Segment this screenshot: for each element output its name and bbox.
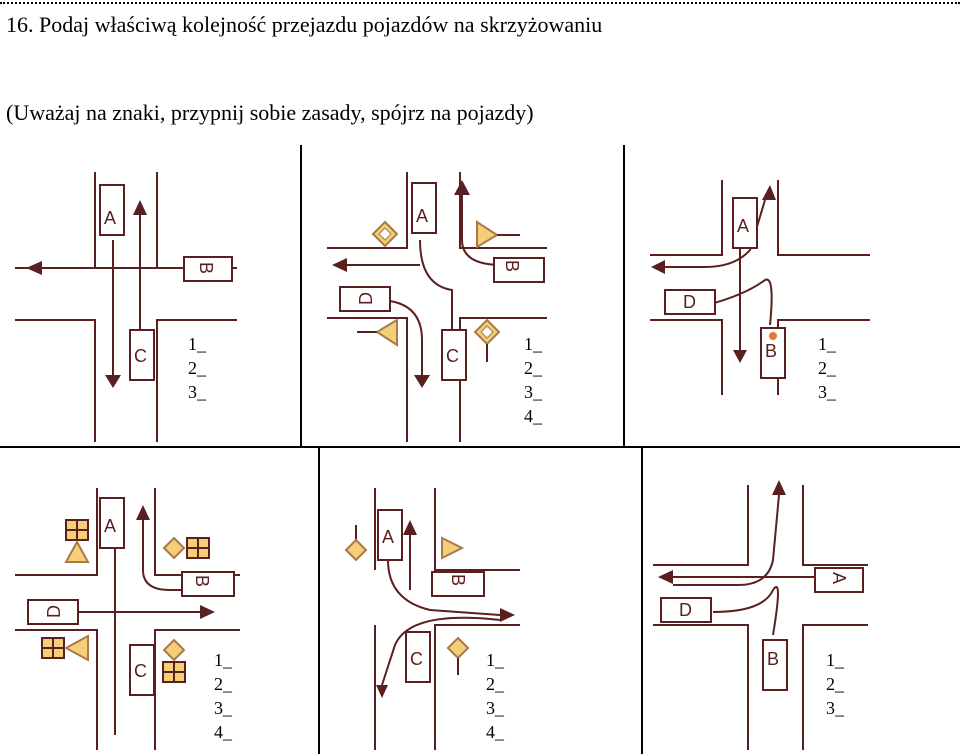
crossroad-sign bbox=[41, 637, 65, 659]
vehicle-label: D bbox=[683, 292, 696, 312]
exercise-title: 16. Podaj właściwą kolejność przejazdu p… bbox=[6, 12, 603, 37]
divider-v-bottom-1 bbox=[318, 447, 320, 754]
intersection-diagram: A B C bbox=[344, 488, 520, 750]
priority-road-sign bbox=[162, 638, 186, 662]
vehicle-label: A bbox=[737, 216, 749, 236]
answer-line[interactable]: 2_ bbox=[524, 358, 542, 378]
intersection-diagram: A B C bbox=[15, 172, 237, 442]
answer-line[interactable]: 2_ bbox=[826, 674, 844, 694]
crossroad-sign bbox=[162, 661, 186, 683]
vehicle-label: C bbox=[410, 649, 423, 669]
answer-line[interactable]: 3_ bbox=[524, 382, 542, 402]
vehicle-label: C bbox=[446, 346, 459, 366]
answer-lines: 1_ 2_ 3_ 4_ bbox=[486, 648, 504, 744]
vehicle-A bbox=[99, 184, 125, 236]
vehicle-label: A bbox=[104, 516, 116, 536]
answer-line[interactable]: 4_ bbox=[524, 406, 542, 426]
answer-line[interactable]: 3_ bbox=[818, 382, 836, 402]
crossroad-sign bbox=[186, 537, 210, 559]
answer-line[interactable]: 4_ bbox=[214, 722, 232, 742]
divider-v-top-2 bbox=[623, 145, 625, 448]
warning-sign bbox=[64, 539, 90, 563]
intersection-panel-4: A B C D 1_ 2_ 3_ 4_ bbox=[0, 450, 318, 754]
divider-v-bottom-2 bbox=[641, 447, 643, 754]
answer-line[interactable]: 2_ bbox=[486, 674, 504, 694]
answer-line[interactable]: 3_ bbox=[486, 698, 504, 718]
turn-signal bbox=[769, 332, 777, 340]
vehicle-label: B bbox=[502, 260, 522, 272]
answer-line[interactable]: 1_ bbox=[826, 650, 844, 670]
answer-line[interactable]: 1_ bbox=[188, 334, 206, 354]
intersection-panel-1: A B C 1_ 2_ 3_ bbox=[0, 150, 300, 445]
answer-line[interactable]: 4_ bbox=[486, 722, 504, 742]
yield-sign bbox=[441, 536, 465, 560]
intersection-diagram: A B C D bbox=[327, 172, 547, 442]
vehicle-label: B bbox=[448, 574, 468, 586]
vehicle-label: D bbox=[356, 292, 376, 305]
priority-road-sign bbox=[371, 220, 399, 248]
vehicle-label: A bbox=[104, 208, 116, 228]
vehicle-label: A bbox=[829, 572, 849, 584]
exercise-subtitle: (Uważaj na znaki, przypnij sobie zasady,… bbox=[6, 100, 534, 125]
answer-line[interactable]: 3_ bbox=[188, 382, 206, 402]
vehicle-label: B bbox=[765, 341, 777, 361]
intersection-diagram: A B D bbox=[650, 180, 870, 395]
top-dotted-rule bbox=[0, 2, 960, 4]
vehicle-label: B bbox=[767, 649, 779, 669]
priority-road-sign bbox=[446, 636, 470, 675]
answer-line[interactable]: 2_ bbox=[214, 674, 232, 694]
answer-line[interactable]: 1_ bbox=[214, 650, 232, 670]
intersection-diagram: A B C D bbox=[15, 488, 240, 750]
intersection-panel-6: A B D 1_ 2_ 3_ bbox=[643, 450, 960, 754]
divider-v-top-1 bbox=[300, 145, 302, 448]
priority-road-sign bbox=[473, 318, 501, 362]
priority-road-sign bbox=[344, 538, 368, 562]
intersection-panel-5: A B C 1_ 2_ 3_ 4_ bbox=[320, 450, 640, 754]
answer-line[interactable]: 1_ bbox=[486, 650, 504, 670]
vehicle-label: A bbox=[382, 527, 394, 547]
divider-h-middle bbox=[0, 446, 960, 448]
intersection-panel-3: A B D 1_ 2_ 3_ bbox=[625, 150, 960, 445]
answer-line[interactable]: 1_ bbox=[524, 334, 542, 354]
answer-line[interactable]: 3_ bbox=[214, 698, 232, 718]
vehicle-label: C bbox=[134, 346, 147, 366]
answer-lines: 1_ 2_ 3_ bbox=[826, 648, 844, 720]
answer-lines: 1_ 2_ 3_ bbox=[818, 332, 836, 404]
vehicle-label: D bbox=[679, 600, 692, 620]
answer-lines: 1_ 2_ 3_ bbox=[188, 332, 206, 404]
answer-line[interactable]: 1_ bbox=[818, 334, 836, 354]
vehicle-label: A bbox=[416, 206, 428, 226]
answer-lines: 1_ 2_ 3_ 4_ bbox=[214, 648, 232, 744]
vehicle-label: C bbox=[134, 661, 147, 681]
answer-line[interactable]: 2_ bbox=[188, 358, 206, 378]
vehicle-label: B bbox=[196, 262, 216, 274]
yield-sign bbox=[476, 220, 520, 249]
intersection-panel-2: A B C D 1_ 2_ 3_ 4_ bbox=[302, 150, 622, 445]
intersection-diagram: A B D bbox=[653, 480, 868, 750]
yield-sign bbox=[357, 318, 398, 347]
yield-sign bbox=[63, 634, 89, 662]
crossroad-sign bbox=[65, 519, 89, 541]
priority-road-sign bbox=[162, 536, 186, 560]
vehicle-label: B bbox=[192, 575, 212, 587]
vehicle-label: D bbox=[44, 605, 64, 618]
answer-lines: 1_ 2_ 3_ 4_ bbox=[524, 332, 542, 428]
answer-line[interactable]: 3_ bbox=[826, 698, 844, 718]
answer-line[interactable]: 2_ bbox=[818, 358, 836, 378]
